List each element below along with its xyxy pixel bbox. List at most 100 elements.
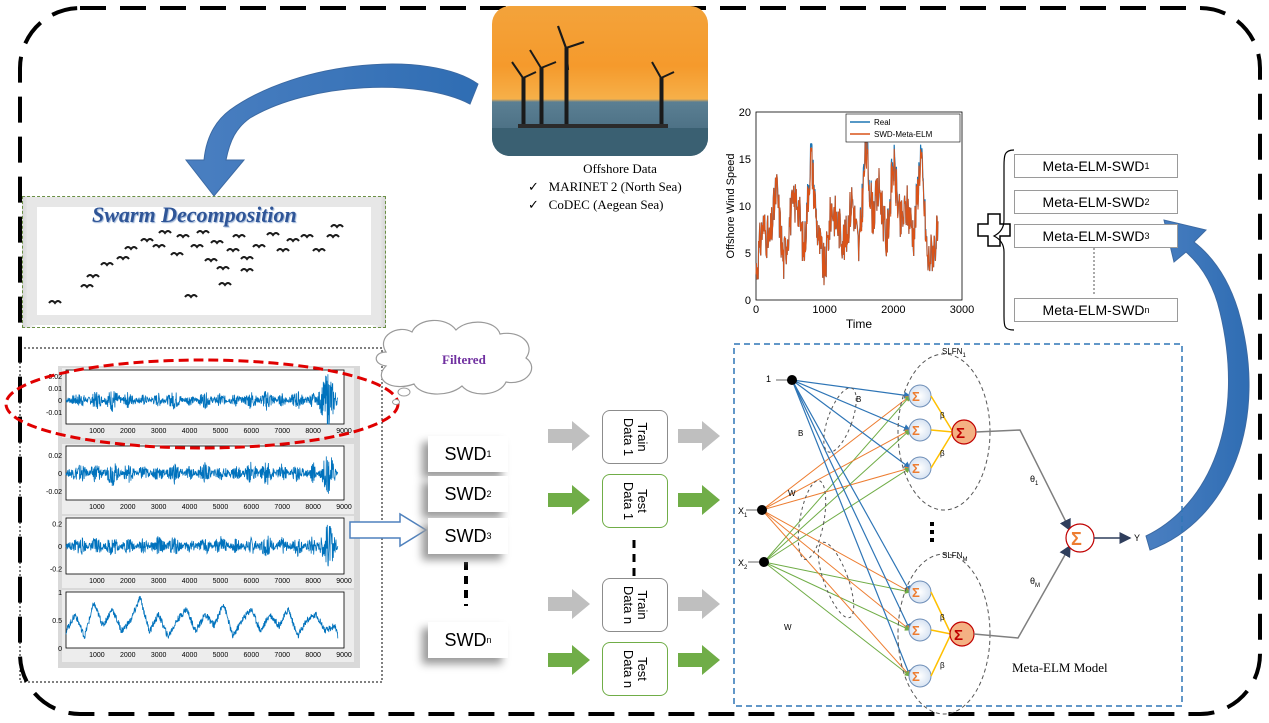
train-data-n-box: Train Data n <box>602 578 668 632</box>
x-tick-label: 7000 <box>274 652 290 659</box>
slfn-sum-node: Σ <box>951 419 977 445</box>
weight-edge <box>763 429 911 563</box>
x-tick-label: 7000 <box>274 578 290 585</box>
y-tick-label: 0.2 <box>52 522 62 529</box>
hidden-neuron: Σ <box>908 664 932 688</box>
y-tick-label: 15 <box>739 154 751 166</box>
beta-label: β <box>940 661 945 670</box>
bird-icon <box>140 238 154 243</box>
offshore-item: ✓ MARINET 2 (North Sea) <box>528 179 682 194</box>
beta-edge <box>930 431 954 469</box>
x-tick-label: 2000 <box>120 578 136 585</box>
curved-arrow-to-meta-list <box>1145 219 1250 551</box>
input-label: X2 <box>738 558 748 571</box>
sigma-icon: Σ <box>912 669 920 684</box>
x-tick-label: 6000 <box>244 428 260 435</box>
x-tick-label: 2000 <box>120 428 136 435</box>
turbine-icon <box>529 49 557 129</box>
series-line <box>755 138 939 286</box>
y-tick-label: 0.02 <box>48 374 62 381</box>
turbine-icon <box>511 61 537 129</box>
bird-icon <box>86 274 100 279</box>
train-data-1-box: Train Data 1 <box>602 410 668 464</box>
plus-icon <box>977 213 1011 247</box>
green-arrow-icon <box>548 485 590 515</box>
curved-arrow-to-swarm <box>184 63 479 197</box>
bird-icon <box>240 268 254 273</box>
bird-icon <box>204 258 218 263</box>
sigma-icon: Σ <box>954 627 963 644</box>
bird-icon <box>176 234 190 239</box>
sigma-icon: Σ <box>956 425 965 442</box>
x-tick-label: 9000 <box>336 652 352 659</box>
bird-icon <box>252 244 266 249</box>
x-tick-label: 9000 <box>336 504 352 511</box>
y-tick-label: -0.2 <box>50 566 62 573</box>
y-tick-label: 10 <box>739 201 751 213</box>
bird-icon <box>158 230 172 235</box>
weight-edge <box>763 561 911 631</box>
weight-group-w1 <box>797 480 827 560</box>
green-arrow-icon <box>678 645 720 675</box>
x-tick-label: 1000 <box>812 304 836 316</box>
gray-arrow-icon <box>548 421 590 451</box>
bird-icon <box>232 234 246 239</box>
bird-icon <box>276 248 290 253</box>
weight-edge <box>761 429 911 511</box>
x-tick-label: 5000 <box>213 428 229 435</box>
y-tick-label: 0 <box>58 544 62 551</box>
x-tick-label: 7000 <box>274 504 290 511</box>
weight-group-w2 <box>817 541 855 619</box>
y-tick-label: 0 <box>58 398 62 405</box>
legend-label: SWD-Meta-ELM <box>874 130 933 139</box>
bird-icon <box>152 244 166 249</box>
weight-edge <box>761 509 911 677</box>
x-tick-label: 4000 <box>182 652 198 659</box>
bias-label-bm: B <box>798 429 803 438</box>
x-tick-label: 9000 <box>336 578 352 585</box>
weight-edge <box>763 561 911 594</box>
bird-icon <box>226 248 240 253</box>
sigma-icon: Σ <box>912 461 920 476</box>
offshore-item: ✓ CoDEC (Aegean Sea) <box>528 197 664 212</box>
x-tick-label: 3000 <box>151 652 167 659</box>
beta-edge <box>930 395 954 433</box>
y-tick-label: 1 <box>58 590 62 597</box>
theta-edge <box>975 429 1071 532</box>
slfn-m-group <box>897 553 991 715</box>
signal-line <box>65 374 339 425</box>
y-tick-label: 0 <box>745 295 751 307</box>
x-axis-label: Time <box>846 317 873 331</box>
y-tick-label: -0.01 <box>46 410 62 417</box>
filtered-cloud: Filtered <box>375 319 533 405</box>
input-label: X1 <box>738 506 748 519</box>
x-tick-label: 1000 <box>89 652 105 659</box>
offshore-caption: Offshore Data ✓ MARINET 2 (North Sea) ✓ … <box>520 160 720 214</box>
sigma-icon: Σ <box>912 423 920 438</box>
input-label: 1 <box>766 374 771 384</box>
bias-label-b1: B <box>856 395 861 404</box>
weight-edge <box>791 379 912 431</box>
y-tick-label: 0.5 <box>52 618 62 625</box>
x-tick-label: 1000 <box>89 504 105 511</box>
weight-edge <box>761 509 911 631</box>
slfn-m-label: SLFNM <box>942 551 967 563</box>
beta-label: β <box>940 613 945 622</box>
bird-icon <box>190 244 204 249</box>
y-tick-label: 0 <box>58 646 62 653</box>
subplot-frame <box>65 591 345 649</box>
x-tick-label: 8000 <box>305 504 321 511</box>
check-icon: ✓ <box>528 197 539 212</box>
test-data-1-box: Test Data 1 <box>602 474 668 528</box>
bird-icon <box>286 238 300 243</box>
test-data-n-box: Test Data n <box>602 642 668 696</box>
bird-icon <box>300 234 314 239</box>
x-tick-label: 6000 <box>244 652 260 659</box>
slfn-1-label: SLFN1 <box>942 347 966 359</box>
